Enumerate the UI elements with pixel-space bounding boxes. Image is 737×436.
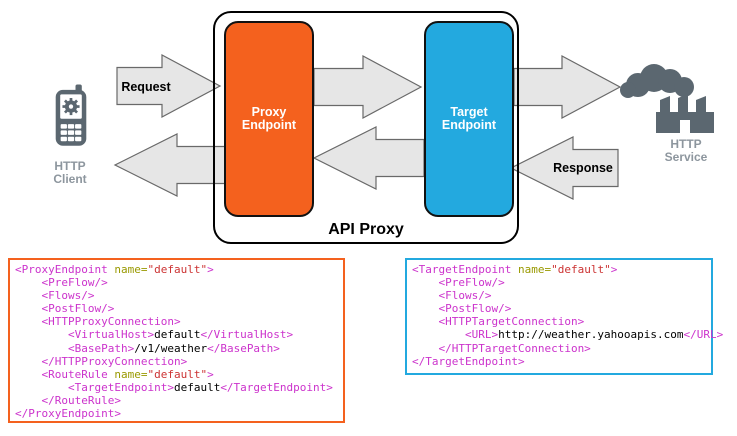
request-label: Request [121,80,171,94]
target-endpoint-code-panel: <TargetEndpoint name="default"> <PreFlow… [405,258,724,375]
http-service-label: HTTP Service [656,138,716,163]
proxy-endpoint-code-panel: <ProxyEndpoint name="default"> <PreFlow/… [8,258,345,423]
http-service-icon [620,64,714,133]
http-client-label-line2: Client [53,171,87,186]
code-line: </ProxyEndpoint> [15,407,121,421]
code-line: <PostFlow/> [15,302,115,316]
gear-icon [62,98,80,116]
code-line: </RouteRule> [15,393,121,407]
code-line: <RouteRule name="default"> [15,367,214,381]
code-line: <Flows/> [412,289,492,303]
code-line: <Flows/> [15,289,95,303]
api-proxy-container [213,11,519,244]
code-line: <PreFlow/> [15,276,108,290]
code-line: </TargetEndpoint> [412,354,525,368]
code-line: <PreFlow/> [412,276,505,290]
target-to-proxy-arrow [312,126,425,190]
phone-keypad [60,124,82,142]
proxy-to-client-arrow [113,133,226,197]
code-line: <BasePath>/v1/weather</BasePath> [15,341,280,355]
target-endpoint-label-line1: Target [450,105,488,119]
code-line: <URL>http://weather.yahooapis.com</URL> [412,328,724,342]
code-line: <PostFlow/> [412,302,512,316]
proxy-endpoint-label-line1: Proxy [251,105,287,119]
response-label: Response [553,161,613,175]
response-arrow [509,136,619,200]
http-service-label-line2: Service [664,149,708,164]
cloud-icon [620,64,694,98]
proxy-endpoint-label-line2: Endpoint [241,118,297,132]
proxy-endpoint-box: Proxy Endpoint [224,21,314,217]
flow-arrows-layer [113,53,622,200]
code-line: <VirtualHost>default</VirtualHost> [15,328,294,342]
api-proxy-label: API Proxy [328,221,404,238]
http-client-label: HTTP Client [40,160,100,185]
http-client-phone-icon [55,84,87,146]
proxy-to-target-arrow [313,54,423,120]
http-client-label-line1: HTTP [54,159,86,173]
http-service-label-line1: HTTP [670,137,702,151]
code-line: <TargetEndpoint name="default"> [412,263,618,276]
factory-door [680,120,690,133]
code-line: <ProxyEndpoint name="default"> [15,263,214,276]
target-to-service-arrow [513,54,622,120]
code-line: <HTTPTargetConnection> [412,315,585,329]
code-line: <TargetEndpoint>default</TargetEndpoint> [15,380,333,394]
target-endpoint-box: Target Endpoint [424,21,514,217]
code-line: </HTTPProxyConnection> [15,354,188,368]
target-endpoint-label-line2: Endpoint [441,118,497,132]
factory-icon [656,94,714,133]
code-line: <HTTPProxyConnection> [15,315,181,329]
request-arrow [116,53,222,119]
code-line: </HTTPTargetConnection> [412,341,591,355]
